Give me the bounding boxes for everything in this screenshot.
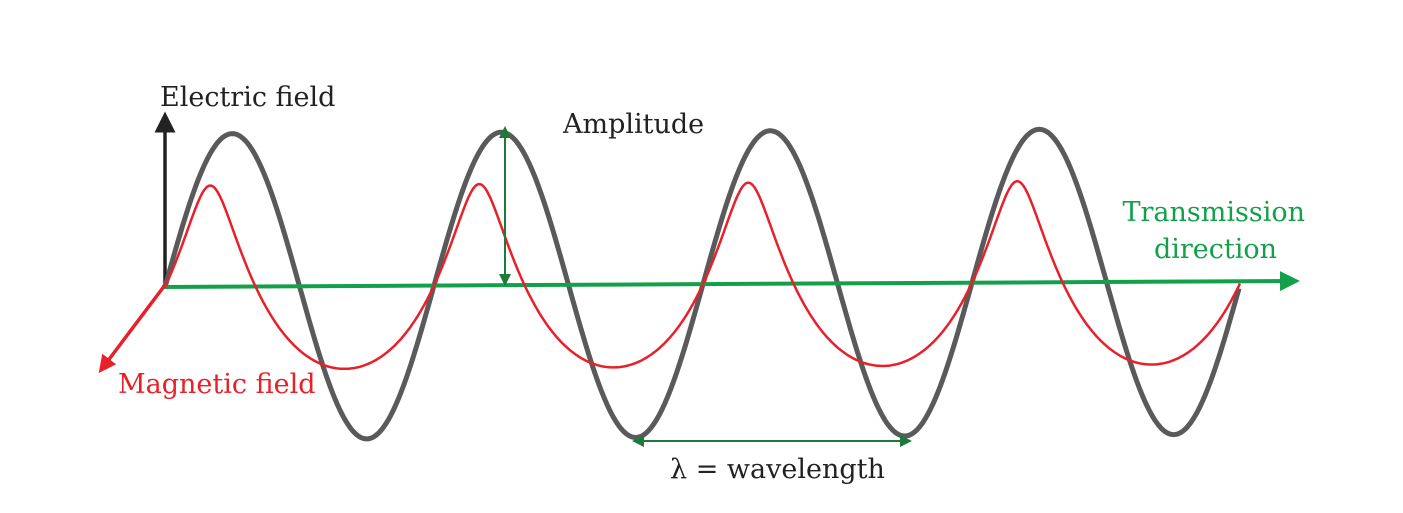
electric-field-label: Electric field	[160, 82, 335, 113]
transmission-direction-label-line2: direction	[1154, 234, 1277, 265]
magnetic-field-wave	[163, 180, 1242, 371]
wavelength-label: λ = wavelength	[670, 454, 885, 485]
transmission-direction-label-line1: Transmission	[1123, 197, 1306, 228]
magnetic-field-label: Magnetic field	[118, 369, 316, 400]
transmission-axis	[161, 271, 1300, 292]
amplitude-label: Amplitude	[562, 109, 704, 140]
magnetic-field-axis	[98, 283, 167, 373]
